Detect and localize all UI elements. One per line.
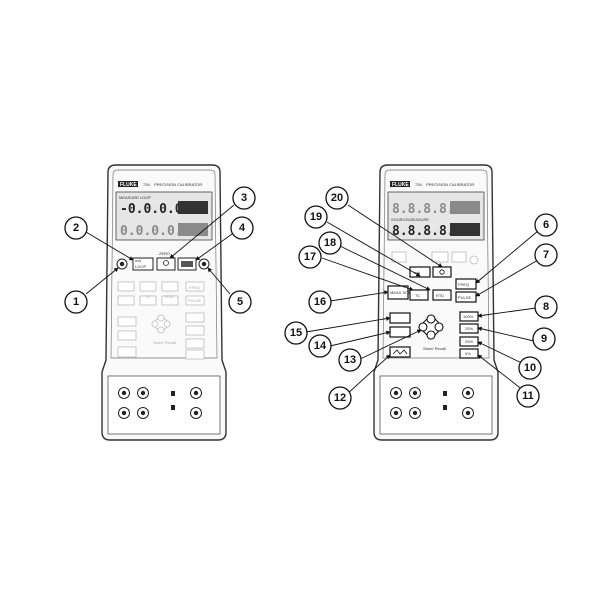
svg-text:25%: 25% — [465, 339, 473, 344]
right-calibrator: FLUKE 726 PRECISION CALIBRATOR 8.8.8.8.8… — [373, 164, 499, 441]
svg-text:mA: mA — [135, 258, 141, 263]
svg-text:5: 5 — [237, 296, 243, 308]
svg-text:18: 18 — [324, 237, 336, 249]
left-button-grid — [117, 281, 205, 360]
svg-text:PULSE: PULSE — [458, 295, 471, 300]
right-pulse-button[interactable] — [455, 291, 477, 303]
callout-19: 19 — [304, 205, 328, 229]
right-display-bottom: 8.8.8.8.8 — [392, 224, 463, 239]
svg-text:7: 7 — [543, 249, 549, 261]
svg-text:3: 3 — [241, 192, 247, 204]
left-model: 726 — [143, 182, 150, 187]
svg-text:10: 10 — [524, 362, 536, 374]
svg-text:6: 6 — [543, 219, 549, 231]
svg-text:100%: 100% — [463, 314, 474, 319]
callout-6: 6 — [534, 213, 558, 237]
left-brand: FLUKE — [120, 182, 137, 188]
svg-text:RTD: RTD — [165, 294, 173, 299]
right-25down-button[interactable] — [459, 336, 479, 347]
svg-text:FREQ: FREQ — [189, 285, 200, 290]
right-0pct-button[interactable] — [459, 348, 479, 359]
callout-5: 5 — [228, 290, 252, 314]
right-ramp-button[interactable] — [389, 346, 411, 358]
callout-18: 18 — [318, 231, 342, 255]
left-display-bottom: 0.0.0.0.0 — [120, 224, 191, 239]
callout-3: 3 — [232, 186, 256, 210]
right-zero-button[interactable] — [432, 266, 452, 278]
right-freq-button[interactable] — [455, 278, 477, 290]
svg-text:1: 1 — [73, 296, 79, 308]
svg-text:RTD: RTD — [436, 293, 444, 298]
callout-10: 10 — [518, 356, 542, 380]
right-arrow-pad[interactable] — [418, 314, 444, 340]
right-ma-button[interactable] — [409, 266, 431, 278]
svg-text:MEAS SOURCE: MEAS SOURCE — [390, 290, 420, 295]
svg-text:25%: 25% — [465, 326, 473, 331]
callout-12: 12 — [328, 386, 352, 410]
right-range-button[interactable] — [389, 312, 411, 324]
svg-text:14: 14 — [314, 340, 327, 352]
svg-text:PULSE: PULSE — [188, 298, 201, 303]
callout-9: 9 — [532, 327, 556, 351]
svg-text:11: 11 — [522, 390, 534, 402]
callout-1: 1 — [64, 290, 88, 314]
svg-text:2: 2 — [73, 222, 79, 234]
right-tc-button[interactable] — [409, 289, 429, 301]
right-model: 726 — [415, 182, 422, 187]
callout-15: 15 — [284, 321, 308, 345]
callout-7: 7 — [534, 243, 558, 267]
right-source-label: SOURCE/MEASURE — [391, 217, 429, 222]
svg-text:19: 19 — [310, 211, 322, 223]
left-loop-button[interactable] — [132, 257, 154, 271]
left-measure-label: MEASURE LOOP — [119, 195, 151, 200]
left-zero-label: ZERO — [159, 251, 170, 256]
svg-text:TC: TC — [415, 293, 420, 298]
left-input-jacks — [118, 387, 202, 419]
svg-text:15: 15 — [290, 327, 302, 339]
left-zero-button[interactable] — [156, 257, 176, 271]
callout-4: 4 — [230, 216, 254, 240]
callout-circles: 1 2 3 4 5 6 7 8 9 10 11 12 13 14 15 16 1… — [64, 186, 558, 410]
right-step-button[interactable] — [389, 326, 411, 338]
svg-text:TC: TC — [145, 294, 150, 299]
callout-20: 20 — [325, 186, 349, 210]
svg-text:13: 13 — [344, 354, 356, 366]
left-loop-label: LOOP — [135, 264, 146, 269]
callout-11: 11 — [516, 384, 540, 408]
left-input-panel — [107, 375, 221, 435]
svg-text:17: 17 — [304, 251, 316, 263]
right-input-panel — [379, 375, 493, 435]
svg-text:8: 8 — [543, 301, 549, 313]
svg-text:0%: 0% — [465, 351, 471, 356]
svg-text:12: 12 — [334, 392, 346, 404]
callout-14: 14 — [308, 334, 332, 358]
svg-text:9: 9 — [541, 333, 547, 345]
left-subtitle: PRECISION CALIBRATOR — [154, 182, 202, 187]
svg-text:20: 20 — [331, 192, 343, 204]
leader-lines — [85, 204, 539, 396]
right-rtd-button[interactable] — [432, 289, 452, 301]
callout-8: 8 — [534, 295, 558, 319]
callout-2: 2 — [64, 216, 88, 240]
right-brand: FLUKE — [392, 182, 409, 188]
callout-17: 17 — [298, 245, 322, 269]
svg-text:4: 4 — [239, 222, 246, 234]
right-display-top: 8.8.8.8.8 — [392, 202, 463, 217]
right-subtitle: PRECISION CALIBRATOR — [426, 182, 474, 187]
svg-text:FREQ: FREQ — [458, 282, 469, 287]
svg-text:Store/ Recall: Store/ Recall — [423, 346, 446, 351]
left-arrow-pad — [151, 314, 171, 334]
svg-text:Store/ Recall: Store/ Recall — [153, 340, 176, 345]
left-calibrator: FLUKE 726 PRECISION CALIBRATOR MEASURE L… — [101, 164, 227, 441]
callout-13: 13 — [338, 348, 362, 372]
svg-text:16: 16 — [314, 296, 326, 308]
callout-16: 16 — [308, 290, 332, 314]
